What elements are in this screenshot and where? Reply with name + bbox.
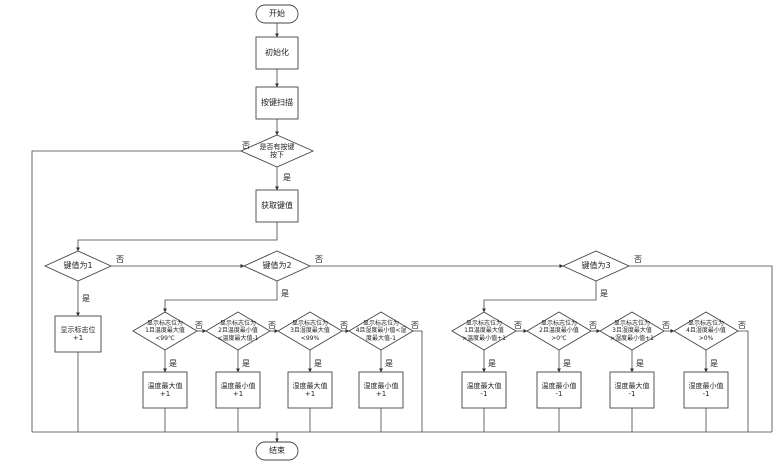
key3-cond1-yes-label: 是	[488, 359, 496, 368]
key2-action4-box	[358, 371, 404, 409]
key3-cond2-yes-label: 是	[563, 359, 571, 368]
flag-inc-box	[54, 315, 102, 353]
end-terminal	[255, 441, 299, 461]
start-terminal	[255, 4, 299, 24]
key2-cond4-decision	[348, 311, 414, 351]
key3-cond4-decision	[673, 311, 739, 351]
key3-cond2-no-label: 否	[589, 321, 597, 330]
key3-cond1-decision	[451, 311, 517, 351]
key3-cond2-decision	[526, 311, 592, 351]
key3-decision	[561, 250, 631, 282]
getkey-box	[255, 189, 299, 223]
key2-decision	[242, 250, 312, 282]
pressed-decision	[239, 134, 315, 168]
key2-cond3-decision	[277, 311, 343, 351]
key2-action1-box	[142, 371, 188, 409]
key2-yes-label: 是	[281, 289, 289, 298]
key3-cond3-decision	[599, 311, 665, 351]
key2-cond2-decision	[205, 311, 271, 351]
key3-action1-box	[461, 371, 507, 409]
key1-decision	[43, 250, 113, 282]
key2-cond2-no-label: 否	[268, 321, 276, 330]
key3-cond4-no-label: 否	[738, 321, 746, 330]
key3-action2-box	[536, 371, 582, 409]
key2-cond1-yes-label: 是	[169, 359, 177, 368]
key3-cond3-yes-label: 是	[636, 359, 644, 368]
key3-action4-box	[683, 371, 729, 409]
init-box	[255, 36, 299, 70]
pressed-yes-label: 是	[283, 173, 291, 182]
key3-cond4-yes-label: 是	[710, 359, 718, 368]
key2-cond2-yes-label: 是	[242, 359, 250, 368]
key2-action3-box	[287, 371, 333, 409]
key1-yes-label: 是	[82, 294, 90, 303]
key1-no-label: 否	[116, 255, 124, 264]
key2-cond4-yes-label: 是	[385, 359, 393, 368]
key2-no-label: 否	[315, 255, 323, 264]
key2-cond3-yes-label: 是	[314, 359, 322, 368]
key2-cond4-no-label: 否	[411, 321, 419, 330]
key2-cond1-no-label: 否	[195, 321, 203, 330]
scan-box	[255, 86, 299, 120]
key3-no-label: 否	[634, 255, 642, 264]
key3-yes-label: 是	[600, 289, 608, 298]
key2-cond1-decision	[132, 311, 198, 351]
key2-action2-box	[215, 371, 261, 409]
pressed-no-label: 否	[242, 141, 250, 150]
key3-cond1-no-label: 否	[514, 321, 522, 330]
key3-action3-box	[609, 371, 655, 409]
connectors	[31, 23, 773, 443]
key3-cond3-no-label: 否	[662, 321, 670, 330]
key2-cond3-no-label: 否	[340, 321, 348, 330]
